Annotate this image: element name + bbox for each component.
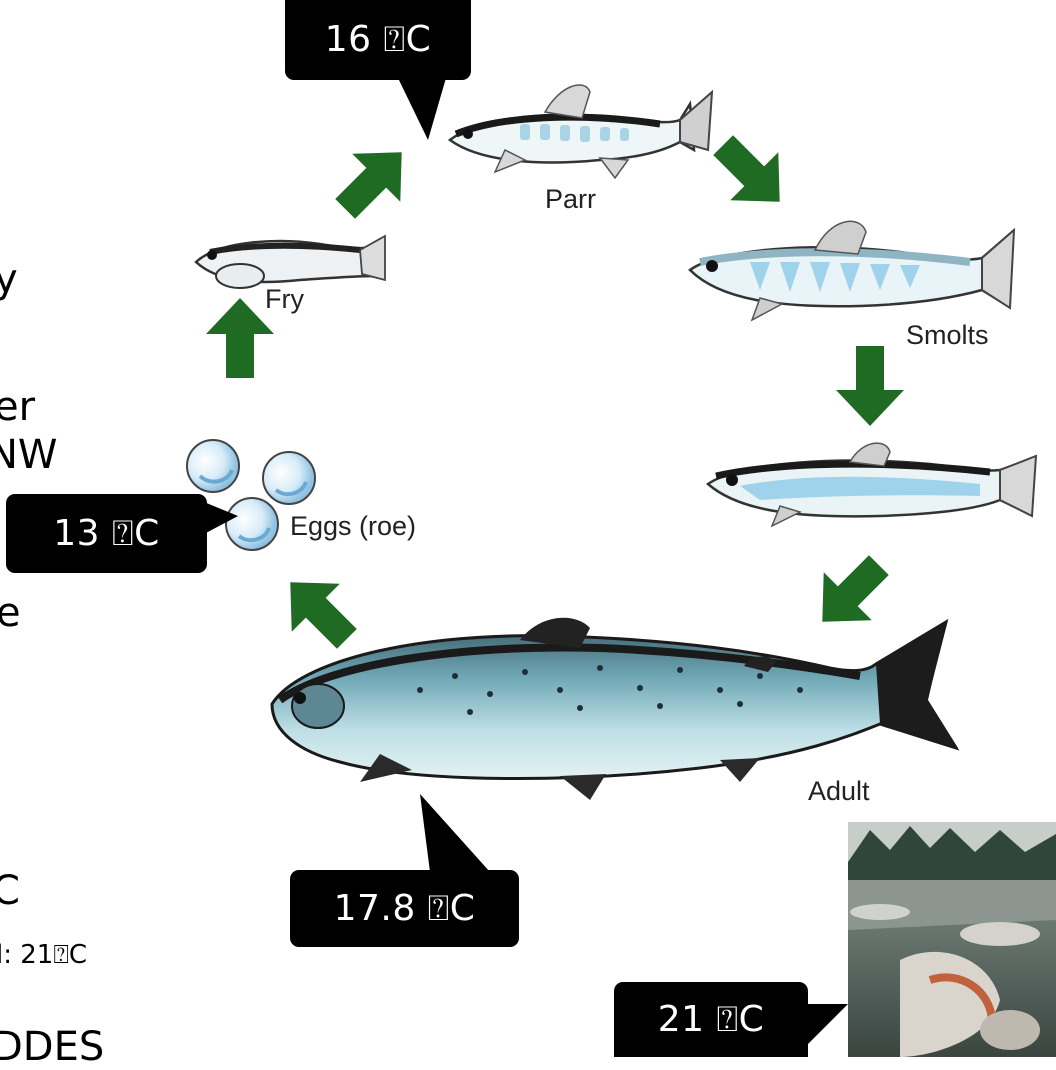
arrow-adult-to-eggs <box>266 558 371 663</box>
arrow-eggs-to-fry <box>206 298 274 378</box>
adult-temperature-callout: 17.8 ⍰C <box>290 870 519 947</box>
eggs-label: Eggs (roe) <box>290 511 416 541</box>
adult-callout-pointer <box>420 794 490 872</box>
parr-temperature-callout: 16 ⍰C <box>285 0 471 80</box>
photo-callout-pointer <box>808 1004 848 1044</box>
smolt-fish: Smolts <box>690 221 1014 350</box>
adult-salmon-fish: Adult <box>272 618 958 806</box>
arrow-smolts-to-sea <box>836 346 904 426</box>
arrow-fry-to-parr <box>321 128 426 233</box>
parr-callout-pointer <box>398 78 446 140</box>
fry-fish: Fry <box>196 236 385 314</box>
eggs-temperature-callout: 13 ⍰C <box>6 494 207 573</box>
eggs: Eggs (roe) <box>187 440 416 550</box>
sea-salmon-fish <box>708 443 1036 526</box>
arrow-parr-to-smolts <box>699 121 804 226</box>
fry-label: Fry <box>265 284 304 314</box>
parr-label: Parr <box>545 184 596 214</box>
dead-salmon-photo <box>848 822 1056 1057</box>
lethal-temperature-callout: 21 ⍰C <box>614 982 808 1057</box>
adult-label: Adult <box>808 776 870 806</box>
arrow-sea-to-adult <box>798 541 903 646</box>
smolts-label: Smolts <box>906 320 989 350</box>
parr-fish: Parr <box>450 85 712 214</box>
